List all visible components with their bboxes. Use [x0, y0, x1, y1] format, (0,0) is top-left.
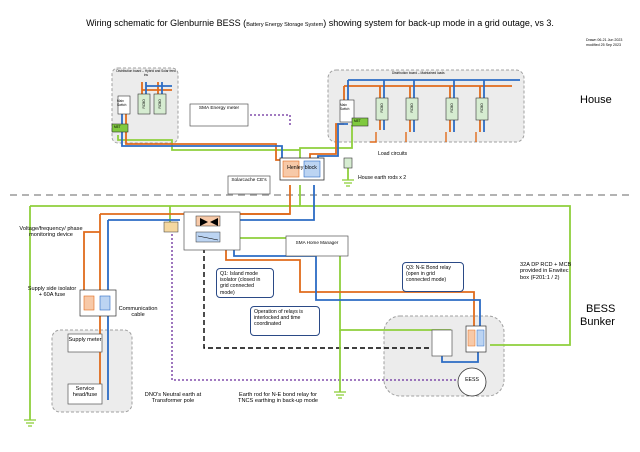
- eess-circle: [457, 367, 487, 397]
- supply-meter-label: Supply meter: [68, 337, 102, 343]
- q3-callout: Q3: N-E Bond relay (open in grid connect…: [402, 262, 464, 292]
- interlock-line: [203, 232, 440, 349]
- modified-date: modified 25 Sep 2023: [586, 42, 621, 47]
- service-head-box: [67, 383, 103, 405]
- rcbo-label-3: RCBO: [379, 103, 384, 113]
- sma-energy-meter-box: [189, 103, 249, 127]
- load-circuits-label: Load circuits: [378, 151, 408, 157]
- rcbo-label-1: RCBO: [141, 99, 146, 109]
- solarcache-ct-box: [227, 175, 271, 195]
- solarcache-ct-label: Solarcache CE's: [231, 178, 267, 183]
- supply-meter-box: [67, 333, 103, 353]
- eess-label: EESS: [465, 377, 479, 383]
- maintained-main-switch-label: Main Switch: [340, 103, 350, 111]
- revision-dates: Drawn 06-21 Jun 2023 modified 25 Sep 202…: [586, 38, 622, 48]
- sma-home-manager-label: SMA Home Manager: [295, 240, 339, 245]
- vf-monitor-label: Voltage/frequency/ phase monitoring devi…: [19, 226, 83, 239]
- hybrid-main-switch-label: Main Switch: [117, 99, 127, 107]
- comm-cable-line: [171, 226, 470, 381]
- hybrid-board-label: Distribution board – Hybrid and Solar fe…: [116, 69, 176, 77]
- rcbo-label-5: RCBO: [449, 103, 454, 113]
- zone-house-label: House: [580, 94, 612, 106]
- hybrid-met-label: MET: [114, 125, 121, 129]
- drawn-date: Drawn 06-21 Jun 2023: [586, 38, 623, 42]
- zone-bunker-label: Bunker: [580, 316, 615, 328]
- hybrid-breakers: [111, 93, 167, 133]
- vf-monitor-box: [163, 221, 179, 233]
- q3-relay-box: [431, 329, 453, 357]
- maintained-breakers: [339, 97, 489, 127]
- q1-callout: Q1: Island mode isolator (closed in grid…: [216, 268, 274, 298]
- henley-block-label: Henley block: [287, 165, 317, 171]
- rcbo-label-2: RCBO: [157, 99, 162, 109]
- dno-earth-label: DNO's Neutral earth at Transformer pole: [144, 392, 202, 405]
- interlock-callout: Operation of relays is interlocked and t…: [250, 306, 320, 336]
- supply-isolator-label: Supply side isolator + 60A fuse: [27, 286, 77, 299]
- maintained-met-label: MET: [354, 119, 361, 123]
- zone-bess-label: BESS: [586, 303, 616, 315]
- rcbo-label-4: RCBO: [409, 103, 414, 113]
- maintained-board-label: Distribution board – Maintained loads: [392, 71, 445, 75]
- page-title: Wiring schematic for Glenburnie BESS (Ba…: [86, 18, 554, 28]
- earth-rod-bess-label: Earth rod for N-E bond relay for TNCS ea…: [238, 392, 318, 405]
- rcbo-label-6: RCBO: [479, 103, 484, 113]
- rcd-mcb-label: 32A DP RCD + MCB provided in Enwitec box…: [520, 262, 572, 281]
- house-earth-rods-label: House earth rods x 2: [358, 175, 407, 181]
- service-head-label: Service head/fuse: [72, 386, 98, 399]
- comm-cable-label: Communication cable: [118, 306, 158, 319]
- sma-energy-meter-label: SMA Energy meter: [198, 106, 240, 111]
- sma-home-manager-box: [285, 235, 349, 257]
- maintained-board-enclosure: [327, 69, 525, 143]
